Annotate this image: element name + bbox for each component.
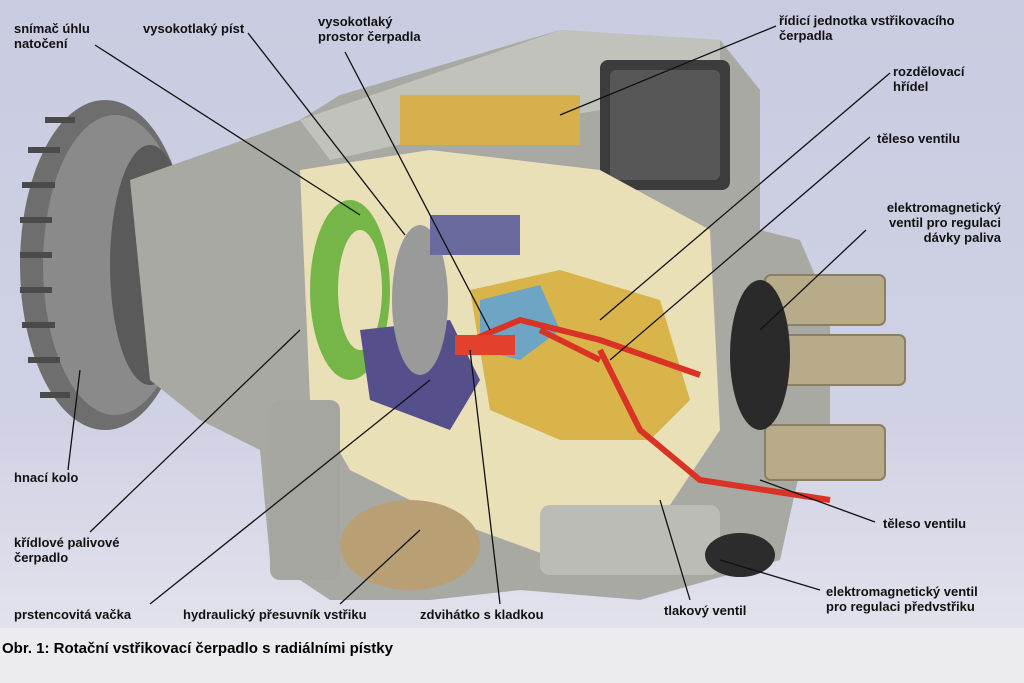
outlet-fittings bbox=[764, 274, 906, 481]
label-roller-tappet: zdvihátko s kladkou bbox=[420, 607, 544, 622]
label-solenoid-timing: elektromagnetický ventil pro regulaci př… bbox=[826, 584, 978, 614]
label-control-unit: řídicí jednotka vstřikovacího čerpadla bbox=[779, 13, 955, 43]
figure-caption: Obr. 1: Rotační vstřikovací čerpadlo s r… bbox=[2, 640, 393, 657]
leader-lines bbox=[67, 25, 891, 605]
label-drive-gear: hnací kolo bbox=[14, 470, 79, 485]
label-valve-body-1: těleso ventilu bbox=[877, 131, 961, 146]
label-timing-device: hydraulický přesuvník vstřiku bbox=[183, 607, 367, 622]
label-hp-piston: vysokotlaký píst bbox=[143, 21, 245, 36]
label-vane-pump: křídlové palivové čerpadlo bbox=[14, 535, 120, 565]
page-bottom-strip bbox=[0, 628, 1024, 683]
red-piston bbox=[455, 335, 515, 355]
label-pressure-valve: tlakový ventil bbox=[664, 603, 747, 618]
solenoid-valve bbox=[730, 280, 790, 430]
label-distributor-shaft: rozdělovací hřídel bbox=[893, 64, 965, 94]
label-hp-chamber: vysokotlaký prostor čerpadla bbox=[318, 14, 421, 44]
fuel-path bbox=[458, 316, 831, 503]
label-valve-body-2: těleso ventilu bbox=[883, 516, 967, 531]
label-solenoid-dose: elektromagnetický ventil pro regulaci dá… bbox=[886, 200, 1001, 245]
label-angle-sensor: snímač úhlu natočení bbox=[14, 21, 90, 51]
label-ring-cam: prstencovitá vačka bbox=[14, 607, 132, 622]
lower-parts bbox=[270, 400, 775, 590]
